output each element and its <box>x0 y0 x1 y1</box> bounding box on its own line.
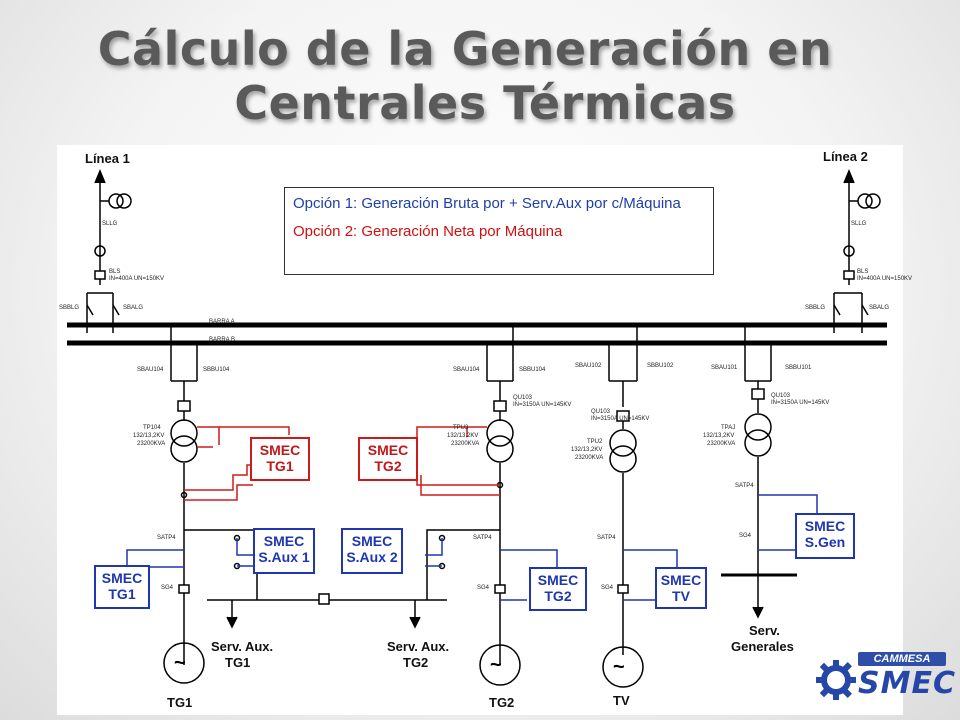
tag-sbblg-2: SBBLG <box>805 305 826 311</box>
tag-tpu2-power: 23200KVA <box>575 455 604 461</box>
tag-bls-2: BLS <box>857 269 869 275</box>
line-1-label: Línea 1 <box>85 151 130 166</box>
title-line-1: Cálculo de la Generación en <box>97 22 833 76</box>
load-serv-aux-tg2-line2: TG2 <box>403 655 429 670</box>
tag-sg4-2: SG4 <box>477 585 490 591</box>
tag-sbblg-1: SBBLG <box>59 305 80 311</box>
load-serv-aux-tg1-line2: TG1 <box>225 655 251 670</box>
tag-sbalg-2: SBALG <box>869 305 890 311</box>
logo-smec-text: SMEC <box>858 666 956 701</box>
tag-tp104-power: 23200KVA <box>137 441 166 447</box>
tag-satp4-1: SATP4 <box>157 535 176 541</box>
tag-qu-2: QU103 <box>591 409 611 415</box>
option-2-text: Opción 2: Generación Neta por Máquina <box>293 223 563 240</box>
generator-tg1-label: TG1 <box>167 695 193 710</box>
tag-tpu3-power: 23200KVA <box>451 441 480 447</box>
tag-sg4-1: SG4 <box>161 585 174 591</box>
tag-sg4-3: SG4 <box>601 585 614 591</box>
tag-satp4-4: SATP4 <box>735 483 754 489</box>
tag-tpu3: TPU3 <box>453 425 469 431</box>
tag-tpaj-rating: 132/13,2KV <box>703 433 735 439</box>
title-line-2: Centrales Térmicas <box>234 76 736 130</box>
tag-sbau104-1: SBAU104 <box>137 367 164 373</box>
load-serv-gen-line2: Generales <box>731 639 794 654</box>
load-serv-gen-line1: Serv. <box>749 623 780 638</box>
tag-sbbu102: SBBU102 <box>647 363 674 369</box>
tag-sbbu104-1: SBBU104 <box>203 367 230 373</box>
smec-saux2: SMEC S.Aux 2 <box>341 528 403 574</box>
svg-text:~: ~ <box>174 652 186 674</box>
tag-satp4-3: SATP4 <box>597 535 616 541</box>
tag-tp104-rating: 132/13,2KV <box>133 433 165 439</box>
smec-tg2-red: SMEC TG2 <box>358 437 418 481</box>
tag-bls-rating-2: IN=400A UN=150KV <box>857 276 913 282</box>
tag-qu-rating-2: IN=3150A UN=145KV <box>591 416 650 422</box>
options-legend: Opción 1: Generación Bruta por + Serv.Au… <box>284 187 714 275</box>
tag-tpu2: TPU2 <box>587 439 603 445</box>
logo-gear-icon <box>816 660 856 700</box>
line-2-label: Línea 2 <box>823 149 868 164</box>
tag-tp104: TP104 <box>143 425 161 431</box>
smec-tv: SMEC TV <box>655 567 707 609</box>
tag-tpu3-rating: 132/13,2KV <box>447 433 479 439</box>
tag-sllg-2: SLLG <box>851 221 867 227</box>
tag-satp4-2: SATP4 <box>473 535 492 541</box>
tag-sg4-4: SG4 <box>739 533 752 539</box>
tag-sbbu104-2: SBBU104 <box>519 367 546 373</box>
smec-saux1: SMEC S.Aux 1 <box>253 528 315 574</box>
cammesa-smec-logo: CAMMESA SMEC <box>814 650 955 708</box>
logo-cammesa-text: CAMMESA <box>858 652 946 666</box>
tag-qu-3: QU103 <box>771 393 791 399</box>
smec-tg1-red: SMEC TG1 <box>250 437 310 481</box>
smec-tg1-blue: SMEC TG1 <box>94 565 150 609</box>
smec-sgen: SMEC S.Gen <box>795 513 855 559</box>
barra-a-label: BARRA A <box>209 319 235 325</box>
load-serv-aux-tg1-line1: Serv. Aux. <box>211 639 274 654</box>
single-line-diagram: ~ ~ ~ Opción 1: Generación Bruta por + S… <box>57 145 912 715</box>
load-serv-aux-tg2-line1: Serv. Aux. <box>387 639 450 654</box>
tag-tpaj-power: 23200KVA <box>707 441 736 447</box>
barra-b-label: BARRA B <box>209 337 236 343</box>
smec-tg2-blue: SMEC TG2 <box>529 567 587 611</box>
tag-sbbu101: SBBU101 <box>785 365 812 371</box>
generator-tv-label: TV <box>613 693 630 708</box>
tag-qu-rating-1: IN=3150A UN=145KV <box>513 402 572 408</box>
svg-text:~: ~ <box>613 656 625 678</box>
diagram-drawing: ~ ~ ~ <box>67 169 887 688</box>
tag-bls-1: BLS <box>109 269 121 275</box>
tag-tpaj: TPAJ <box>721 425 736 431</box>
slide-title: Cálculo de la Generación en Centrales Té… <box>0 22 960 130</box>
generator-tg2-label: TG2 <box>489 695 515 710</box>
tag-sbau102: SBAU102 <box>575 363 602 369</box>
tag-bls-rating-1: IN=400A UN=150KV <box>109 276 165 282</box>
tag-sllg-1: SLLG <box>102 221 118 227</box>
tag-sbalg-1: SBALG <box>123 305 144 311</box>
tag-tpu2-rating: 132/13,2KV <box>571 447 603 453</box>
tag-sbau104-2: SBAU104 <box>453 367 480 373</box>
tag-qu-rating-3: IN=3150A UN=145KV <box>771 400 830 406</box>
tag-qu-1: QU103 <box>513 395 533 401</box>
svg-text:~: ~ <box>490 654 502 676</box>
option-1-text: Opción 1: Generación Bruta por + Serv.Au… <box>293 195 681 212</box>
tag-sbau101: SBAU101 <box>711 365 738 371</box>
